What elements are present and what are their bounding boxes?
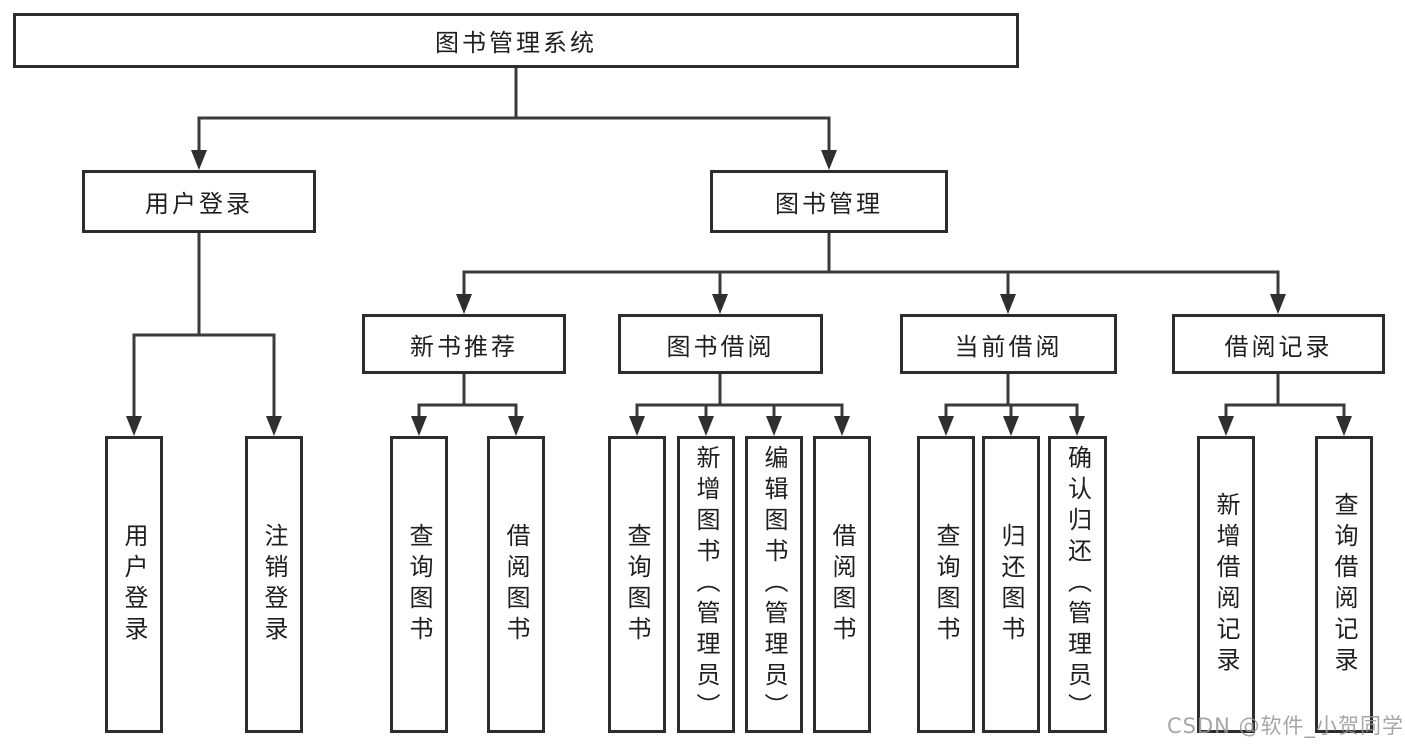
node-borrow-records-label: 借阅记录 — [1224, 332, 1333, 361]
leaf-add-books-admin-label: 新增图书（管理员） — [692, 445, 720, 724]
leaf-add-borrow-record-label: 新增借阅记录 — [1212, 491, 1240, 678]
leaf-user-login: 用户登录 — [105, 436, 163, 733]
leaf-borrow-books-recommend: 借阅图书 — [487, 436, 545, 733]
node-new-book-recommend: 新书推荐 — [362, 314, 566, 374]
arrowhead — [834, 416, 850, 436]
arrowhead — [1270, 294, 1286, 314]
node-book-management: 图书管理 — [710, 170, 948, 233]
arrowhead — [126, 416, 142, 436]
node-borrow-records: 借阅记录 — [1172, 314, 1385, 374]
arrowhead — [1000, 294, 1016, 314]
node-current-borrow-label: 当前借阅 — [954, 332, 1063, 361]
node-library-system: 图书管理系统 — [13, 13, 1019, 68]
node-library-system-label: 图书管理系统 — [435, 29, 597, 57]
arrowhead — [712, 294, 728, 314]
connector-borrow-records-to-leaves — [1218, 372, 1352, 436]
node-book-management-label: 图书管理 — [775, 190, 883, 218]
leaf-query-borrow-record-label: 查询借阅记录 — [1330, 491, 1358, 678]
arrowhead — [821, 150, 837, 170]
node-user-login-label: 用户登录 — [145, 190, 253, 218]
leaf-query-borrow-record: 查询借阅记录 — [1315, 436, 1373, 733]
leaf-logout-login: 注销登录 — [245, 436, 303, 733]
arrowhead — [938, 416, 954, 436]
arrowhead — [456, 294, 472, 314]
leaf-query-books-current-label: 查询图书 — [932, 522, 960, 647]
arrowhead — [629, 416, 645, 436]
leaf-query-books-current: 查询图书 — [917, 436, 975, 733]
connector-book-management-to-level3 — [456, 231, 1286, 314]
arrowhead — [508, 416, 524, 436]
connector-book-borrow-to-leaves — [629, 372, 850, 436]
leaf-return-books: 归还图书 — [982, 436, 1040, 733]
node-new-book-recommend-label: 新书推荐 — [410, 332, 518, 361]
connector-root-to-level2 — [191, 66, 837, 170]
node-book-borrow-label: 图书借阅 — [666, 332, 775, 361]
arrowhead — [1003, 416, 1019, 436]
arrowhead — [266, 416, 282, 436]
arrowhead — [411, 416, 427, 436]
leaf-add-borrow-record: 新增借阅记录 — [1197, 436, 1255, 733]
connector-current-borrow-to-leaves — [938, 372, 1085, 436]
leaf-return-books-label: 归还图书 — [997, 522, 1025, 647]
leaf-user-login-label: 用户登录 — [120, 522, 148, 647]
node-book-borrow: 图书借阅 — [618, 314, 823, 374]
leaf-borrow-books-recommend-label: 借阅图书 — [502, 522, 530, 647]
leaf-query-books-recommend-label: 查询图书 — [405, 522, 433, 647]
leaf-query-books-borrow: 查询图书 — [608, 436, 666, 733]
arrowhead — [766, 416, 782, 436]
leaf-logout-login-label: 注销登录 — [260, 522, 288, 647]
connector-user-login-to-leaves — [126, 231, 282, 436]
arrowhead — [1218, 416, 1234, 436]
leaf-query-books-recommend: 查询图书 — [390, 436, 448, 733]
leaf-query-books-borrow-label: 查询图书 — [623, 522, 651, 647]
leaf-borrow-books: 借阅图书 — [813, 436, 871, 733]
leaf-borrow-books-label: 借阅图书 — [828, 522, 856, 647]
leaf-confirm-return-admin-label: 确认归还（管理员） — [1063, 445, 1092, 724]
leaf-add-books-admin: 新增图书（管理员） — [677, 436, 735, 733]
arrowhead — [1336, 416, 1352, 436]
arrowhead — [191, 150, 207, 170]
leaf-confirm-return-admin: 确认归还（管理员） — [1048, 436, 1107, 733]
arrowhead — [698, 416, 714, 436]
leaf-edit-books-admin: 编辑图书（管理员） — [745, 436, 803, 733]
arrowhead — [1069, 416, 1085, 436]
node-user-login: 用户登录 — [82, 170, 316, 233]
leaf-edit-books-admin-label: 编辑图书（管理员） — [760, 445, 788, 724]
node-current-borrow: 当前借阅 — [900, 314, 1117, 374]
connector-new-book-recommend-to-leaves — [411, 372, 524, 436]
